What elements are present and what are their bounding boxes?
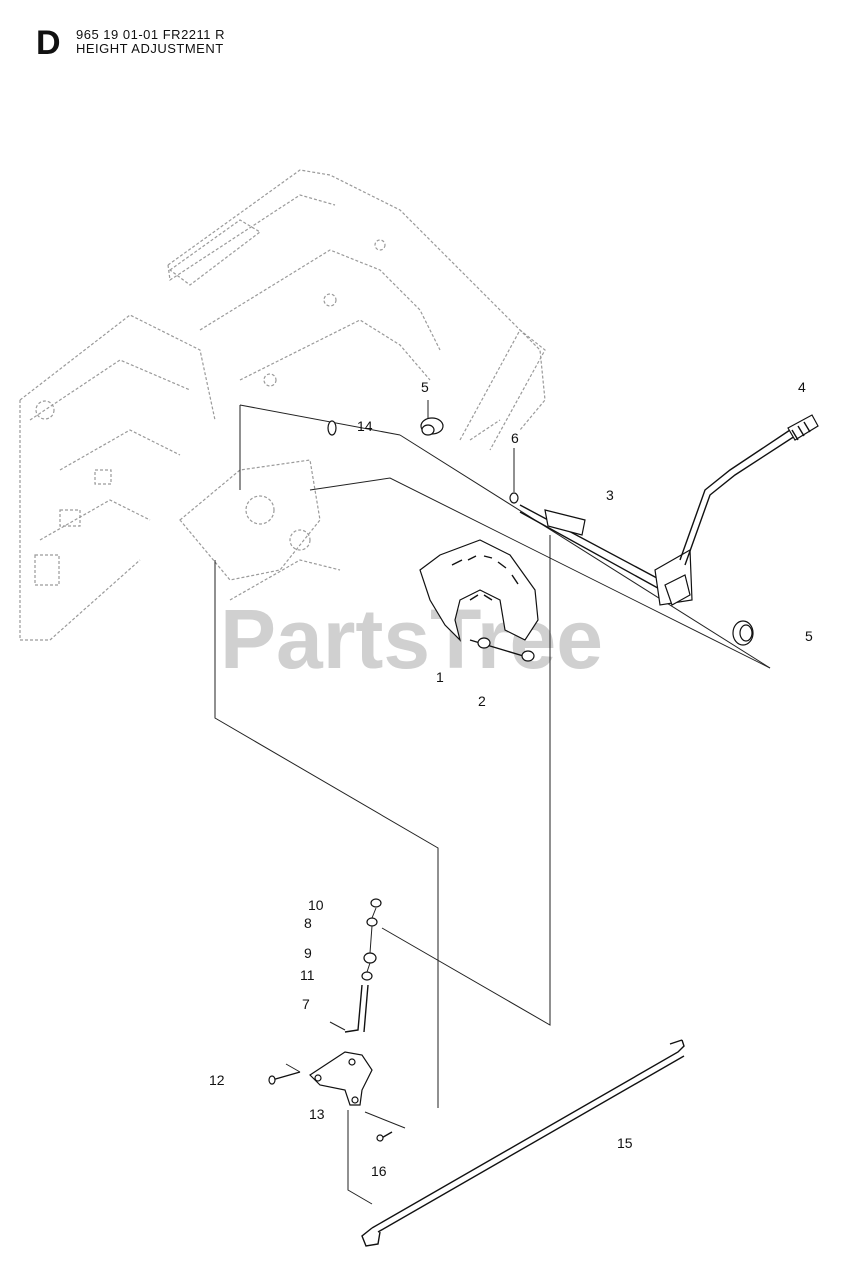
callout-15: 15 xyxy=(617,1135,633,1151)
callout-7: 7 xyxy=(302,996,310,1012)
callout-labels: 1 2 3 4 5 5 6 7 8 9 10 11 12 13 14 15 16 xyxy=(209,379,813,1179)
callout-5-right: 5 xyxy=(805,628,813,644)
washer-stack xyxy=(361,898,382,981)
part-number-line: 965 19 01-01 FR2211 R xyxy=(76,27,226,42)
callout-8: 8 xyxy=(304,915,312,931)
callout-5-upper: 5 xyxy=(421,379,429,395)
part-4-handle-grip xyxy=(787,414,819,441)
part-14-pin xyxy=(327,420,337,436)
part-15-link-rod xyxy=(361,1039,685,1247)
part-7-threaded-rod xyxy=(329,984,369,1033)
part-13-bracket xyxy=(309,1051,373,1106)
chassis-ghost-outline xyxy=(19,169,546,641)
callout-1: 1 xyxy=(436,669,444,685)
section-letter: D xyxy=(36,24,61,62)
watermark: PartsTree xyxy=(220,592,603,686)
callout-16: 16 xyxy=(371,1163,387,1179)
callout-10: 10 xyxy=(308,897,324,913)
part-2-segment-plate xyxy=(419,539,539,642)
callout-6: 6 xyxy=(511,430,519,446)
callout-4: 4 xyxy=(798,379,806,395)
part-5-bushing-right xyxy=(732,620,754,646)
callout-13: 13 xyxy=(309,1106,325,1122)
callout-11: 11 xyxy=(300,967,315,983)
part-16-pin xyxy=(364,1111,406,1142)
diagram-title: HEIGHT ADJUSTMENT xyxy=(76,41,224,56)
callout-14: 14 xyxy=(357,418,373,434)
callout-9: 9 xyxy=(304,945,312,961)
callout-12: 12 xyxy=(209,1072,225,1088)
callout-3: 3 xyxy=(606,487,614,503)
part-1-bolt xyxy=(469,637,535,662)
assembly-leader-lines xyxy=(214,404,771,1205)
callout-2: 2 xyxy=(478,693,486,709)
part-5-bushing-left xyxy=(420,400,444,436)
part-12-screw xyxy=(268,1063,301,1085)
part-3-lift-shaft xyxy=(519,429,796,606)
part-6-washer xyxy=(509,448,519,504)
